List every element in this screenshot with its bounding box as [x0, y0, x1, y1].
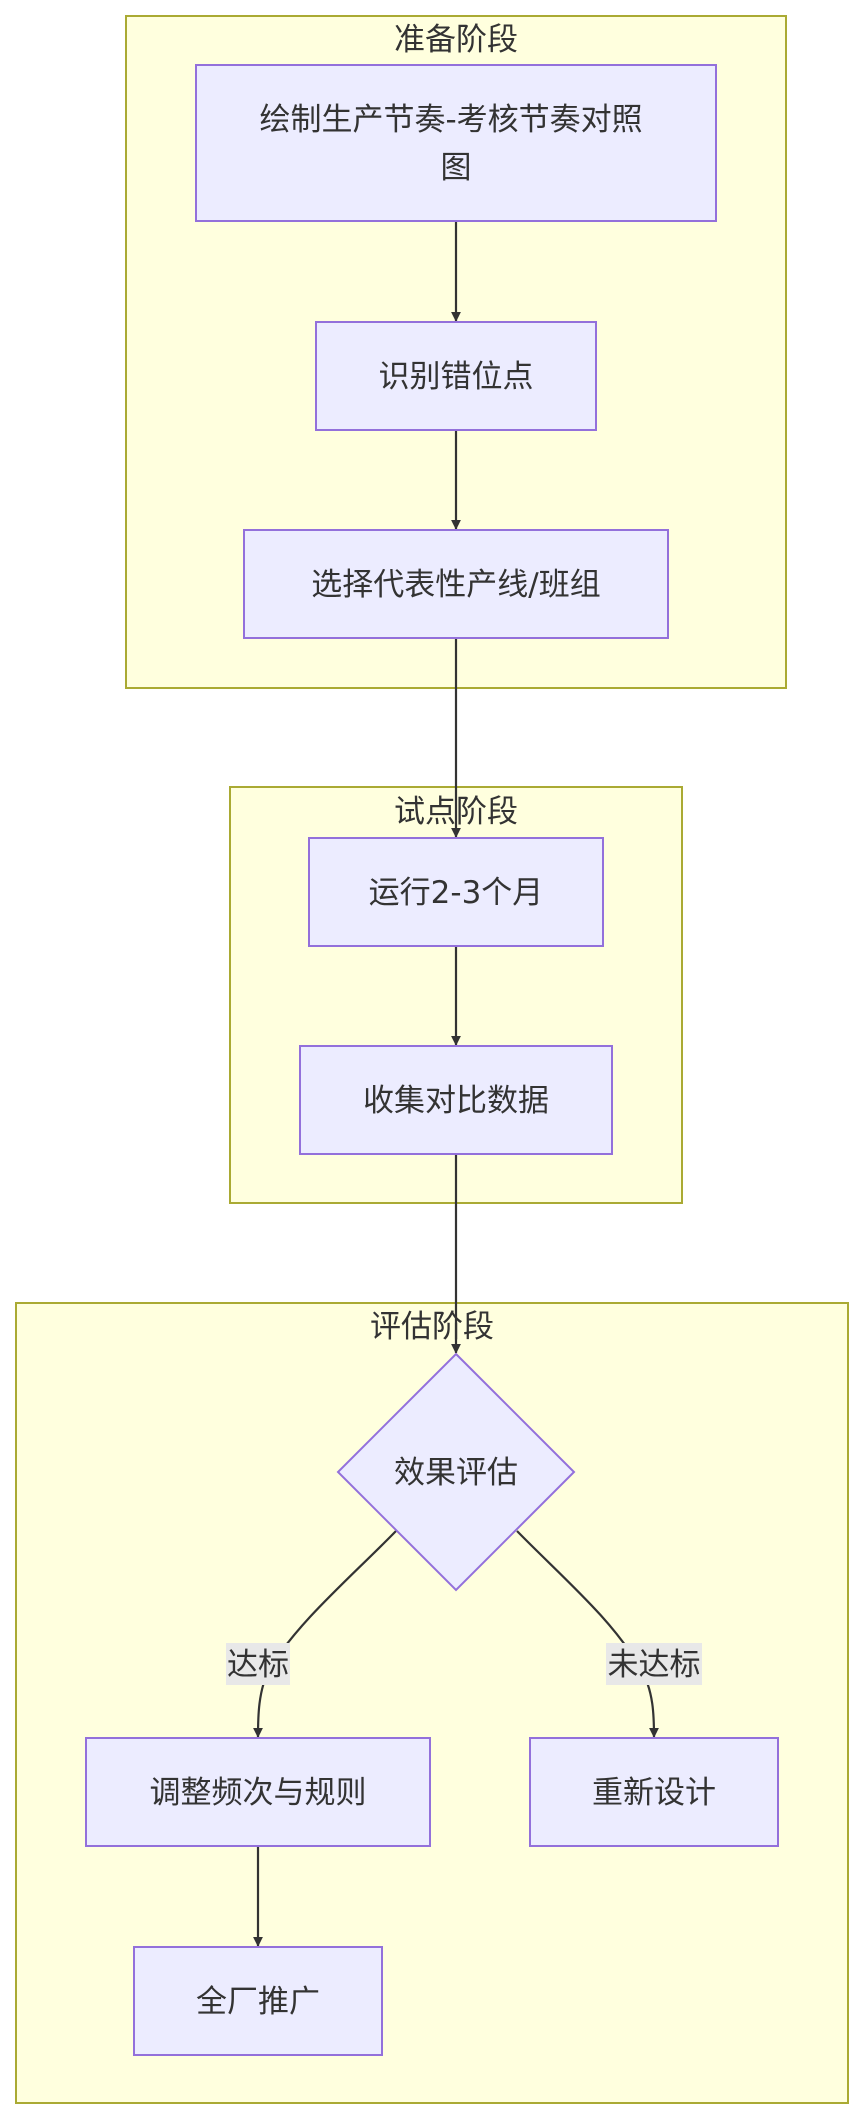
- node-rollout-label: 全厂推广: [196, 1984, 320, 2020]
- node-evaluate-label: 效果评估: [394, 1455, 518, 1491]
- node-evaluate-decision: 效果评估: [336, 1352, 576, 1592]
- edge-label-fail-text: 未达标: [608, 1647, 701, 1683]
- edge-label-pass-text: 达标: [227, 1647, 289, 1683]
- edge-label-pass: 达标: [226, 1643, 290, 1685]
- eval-phase-title: 评估阶段: [370, 1309, 494, 1345]
- node-adjust-rules-label: 调整频次与规则: [150, 1775, 367, 1811]
- node-rollout: 全厂推广: [133, 1946, 383, 2056]
- node-adjust-rules: 调整频次与规则: [85, 1737, 431, 1847]
- node-draw-chart: 绘制生产节奏-考核节奏对照 图: [195, 64, 717, 222]
- node-run-months-label: 运行2-3个月: [369, 875, 544, 911]
- node-collect-data-label: 收集对比数据: [363, 1083, 549, 1119]
- node-redesign: 重新设计: [529, 1737, 779, 1847]
- svg-text:绘制生产节奏-考核节奏对照 图: 绘制生产节奏-考核节奏对照 图: [259, 102, 652, 186]
- edge-label-fail: 未达标: [606, 1643, 702, 1685]
- node-identify-mismatch-label: 识别错位点: [379, 359, 534, 395]
- node-draw-chart-line-2: 图: [441, 150, 472, 186]
- node-select-line-label: 选择代表性产线/班组: [311, 567, 600, 603]
- node-collect-data: 收集对比数据: [299, 1045, 613, 1155]
- node-draw-chart-line-1: 绘制生产节奏-考核节奏对照: [259, 102, 642, 138]
- node-run-months: 运行2-3个月: [308, 837, 604, 947]
- node-select-line: 选择代表性产线/班组: [243, 529, 669, 639]
- node-identify-mismatch: 识别错位点: [315, 321, 597, 431]
- prep-phase-title: 准备阶段: [394, 22, 518, 58]
- node-redesign-label: 重新设计: [592, 1775, 716, 1811]
